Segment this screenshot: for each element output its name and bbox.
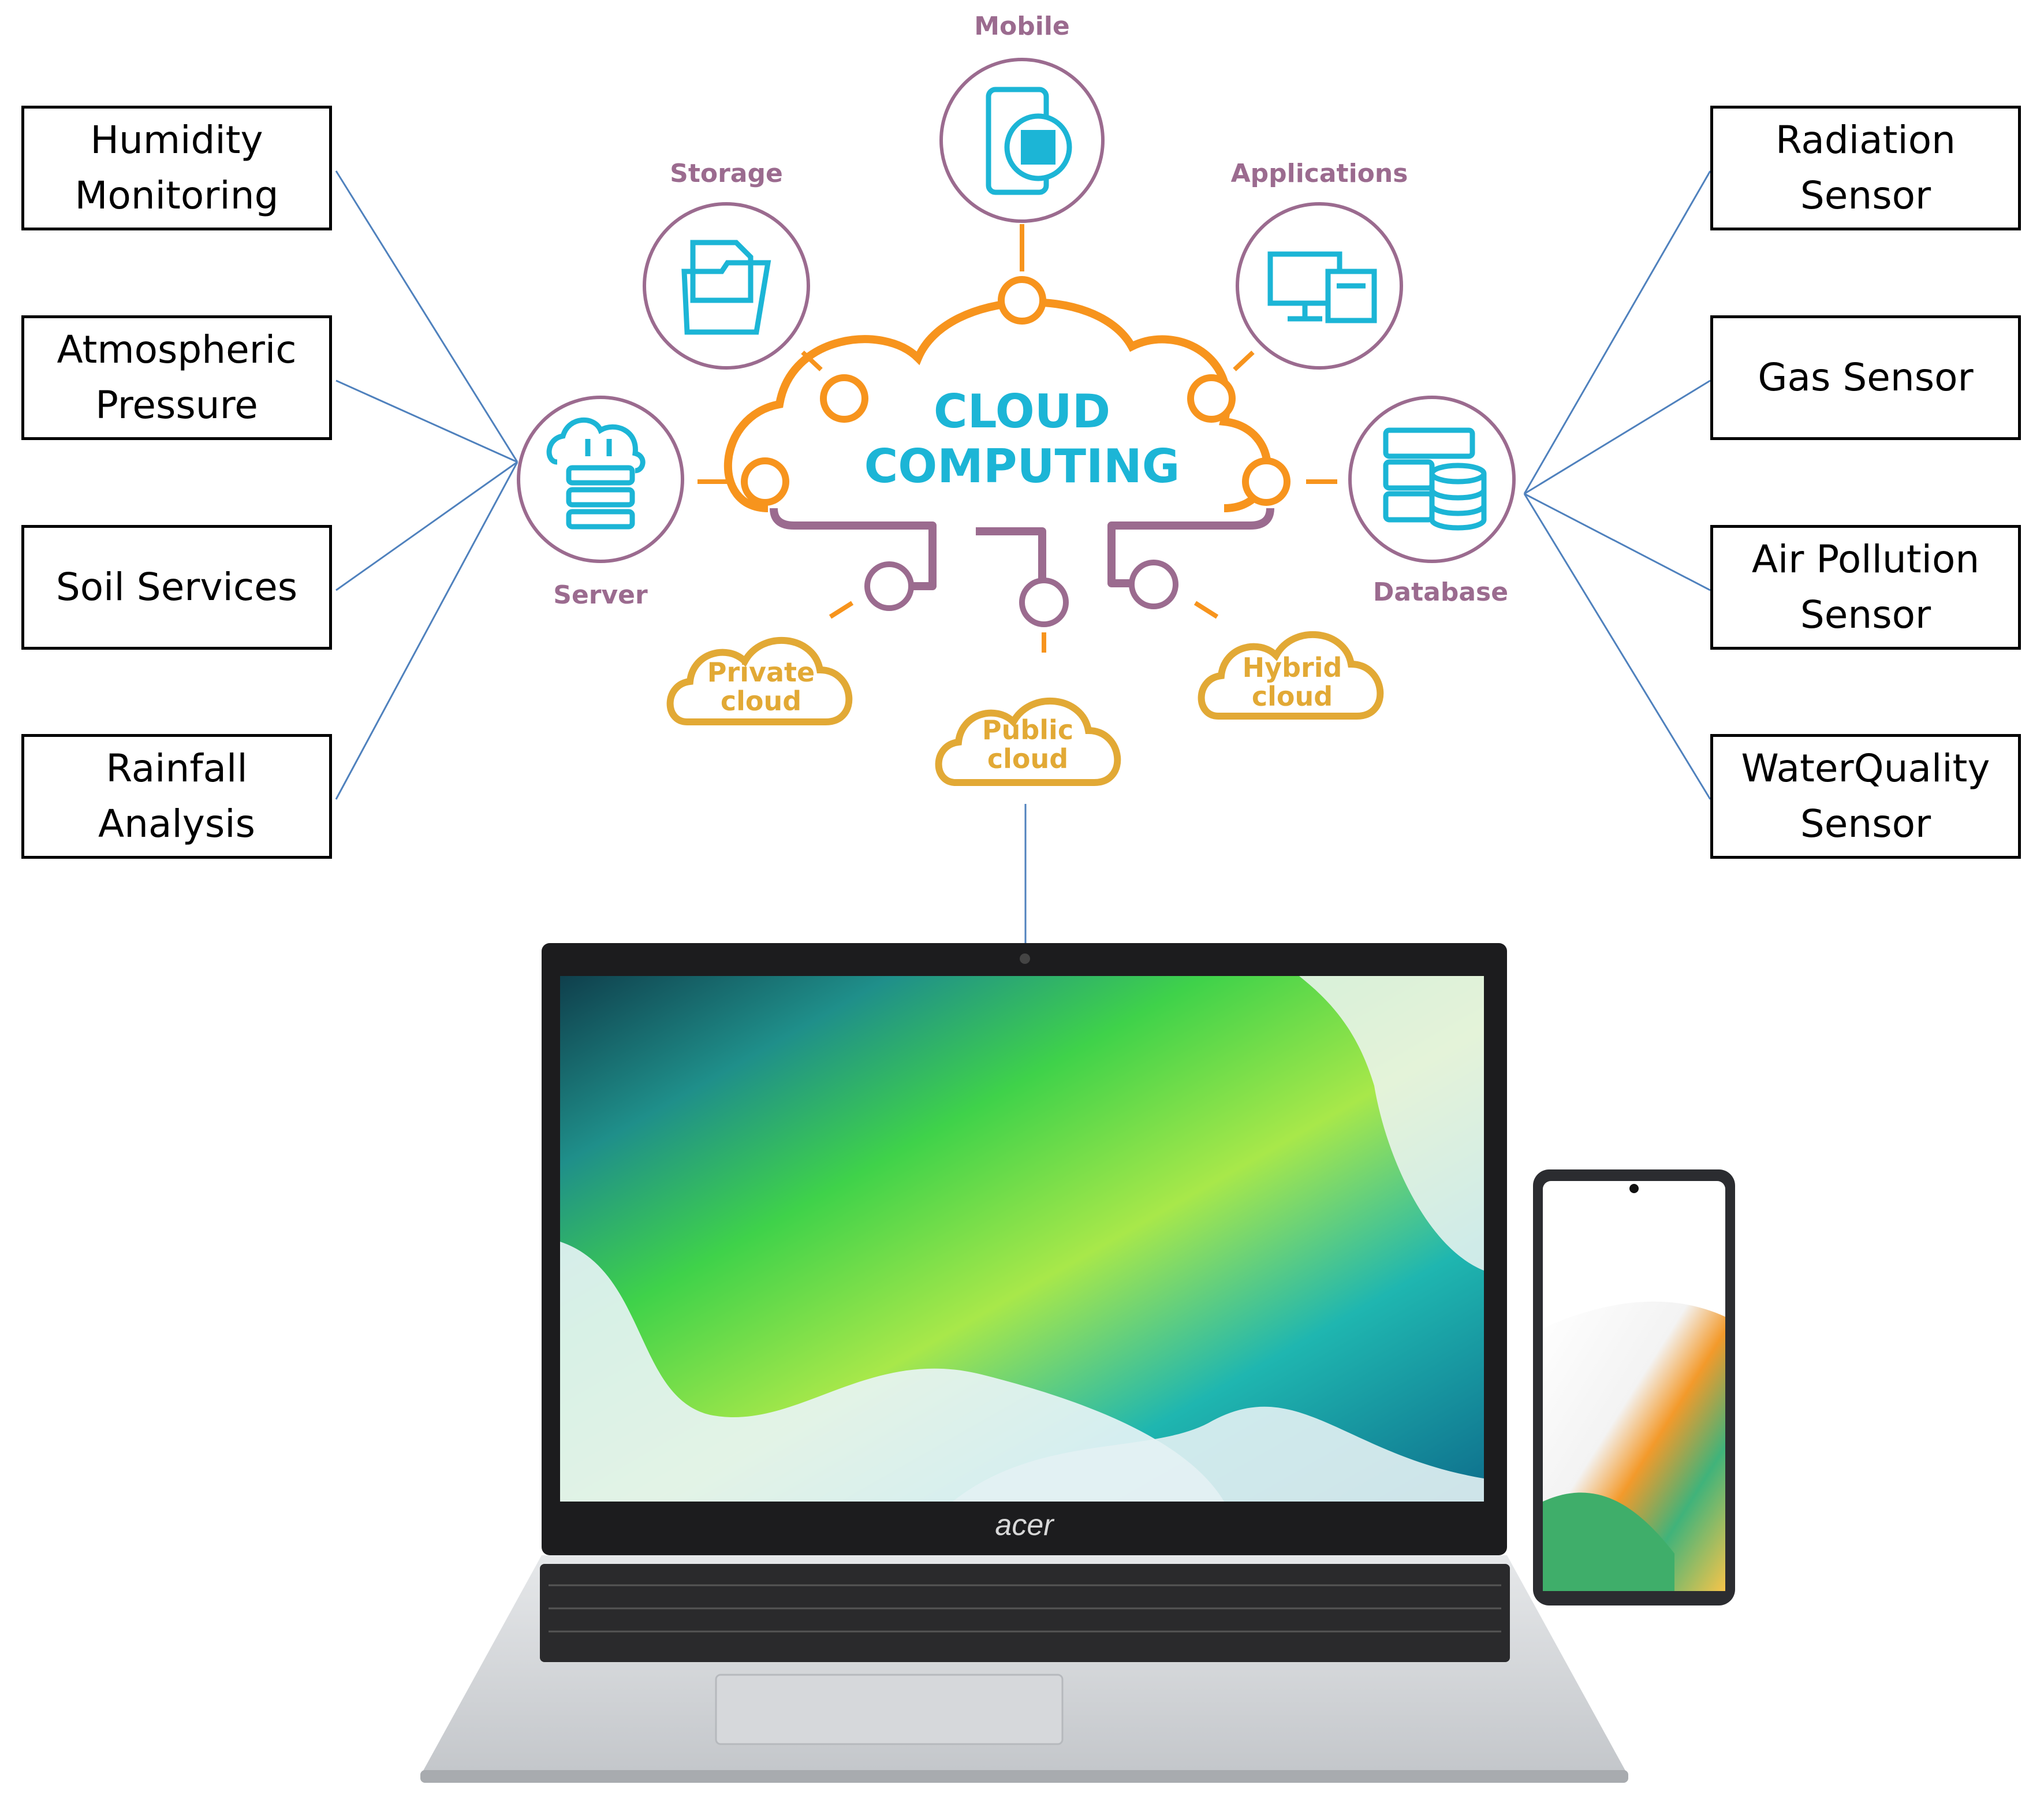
box-soil-services-label: Soil Services (55, 565, 298, 609)
private-cloud: Private cloud (666, 636, 853, 725)
public-cloud-line1: Public (982, 714, 1073, 746)
service-storage: Storage (643, 159, 810, 370)
deployment-nodes (864, 560, 1178, 627)
keyboard-key-rows (549, 1584, 1501, 1633)
box-gas-sensor: Gas Sensor (1710, 315, 2021, 440)
laptop-keyboard (540, 1564, 1510, 1662)
label-mobile: Mobile (974, 12, 1070, 41)
laptop-touchpad (715, 1674, 1064, 1745)
private-cloud-line2: cloud (721, 686, 801, 717)
service-applications: Applications (1231, 159, 1408, 370)
database-icon (1383, 427, 1487, 531)
hybrid-cloud-line1: Hybrid (1243, 652, 1342, 683)
cloud-title-line1: CLOUD (934, 385, 1110, 438)
cloud-nodes (741, 276, 1290, 506)
laptop-brand: acer (995, 1508, 1055, 1542)
applications-icon (1267, 251, 1377, 323)
private-cloud-line1: Private (707, 657, 815, 688)
hybrid-cloud: Hybrid cloud (1198, 631, 1384, 720)
box-water-quality-sensor: WaterQuality Sensor (1710, 734, 2021, 859)
cloud-title-line2: COMPUTING (864, 439, 1180, 493)
label-applications: Applications (1231, 159, 1408, 188)
hybrid-cloud-line2: cloud (1252, 681, 1333, 712)
box-atmospheric-pressure: Atmospheric Pressure (21, 315, 332, 440)
public-cloud-line2: cloud (987, 743, 1068, 774)
box-atmospheric-pressure-label: Atmospheric Pressure (57, 327, 297, 427)
network-lines (770, 508, 1274, 590)
box-radiation-sensor: Radiation Sensor (1710, 106, 2021, 230)
phone-camera (1629, 1184, 1639, 1193)
box-rainfall-analysis-label: Rainfall Analysis (98, 746, 255, 846)
folder-icon (681, 240, 771, 335)
service-database: Database (1348, 396, 1516, 607)
public-cloud: Public cloud (935, 697, 1121, 786)
box-rainfall-analysis: Rainfall Analysis (21, 734, 332, 859)
service-server: Server (517, 396, 684, 610)
label-storage: Storage (670, 159, 783, 188)
connector-lines (335, 170, 1711, 944)
label-database: Database (1373, 578, 1508, 607)
box-humidity-monitoring-label: Humidity Monitoring (74, 118, 279, 218)
box-air-pollution-sensor-label: Air Pollution Sensor (1751, 537, 1980, 637)
box-gas-sensor-label: Gas Sensor (1758, 355, 1974, 400)
laptop: acer (420, 943, 1628, 1783)
box-water-quality-sensor-label: WaterQuality Sensor (1741, 746, 1990, 846)
box-radiation-sensor-label: Radiation Sensor (1776, 118, 1956, 218)
mobile-icon (986, 87, 1072, 195)
box-humidity-monitoring: Humidity Monitoring (21, 106, 332, 230)
smartphone (1533, 1169, 1735, 1605)
box-air-pollution-sensor: Air Pollution Sensor (1710, 525, 2021, 650)
label-server: Server (553, 580, 648, 610)
service-mobile: Mobile (939, 12, 1105, 223)
box-soil-services: Soil Services (21, 525, 332, 650)
server-icon (546, 417, 646, 530)
